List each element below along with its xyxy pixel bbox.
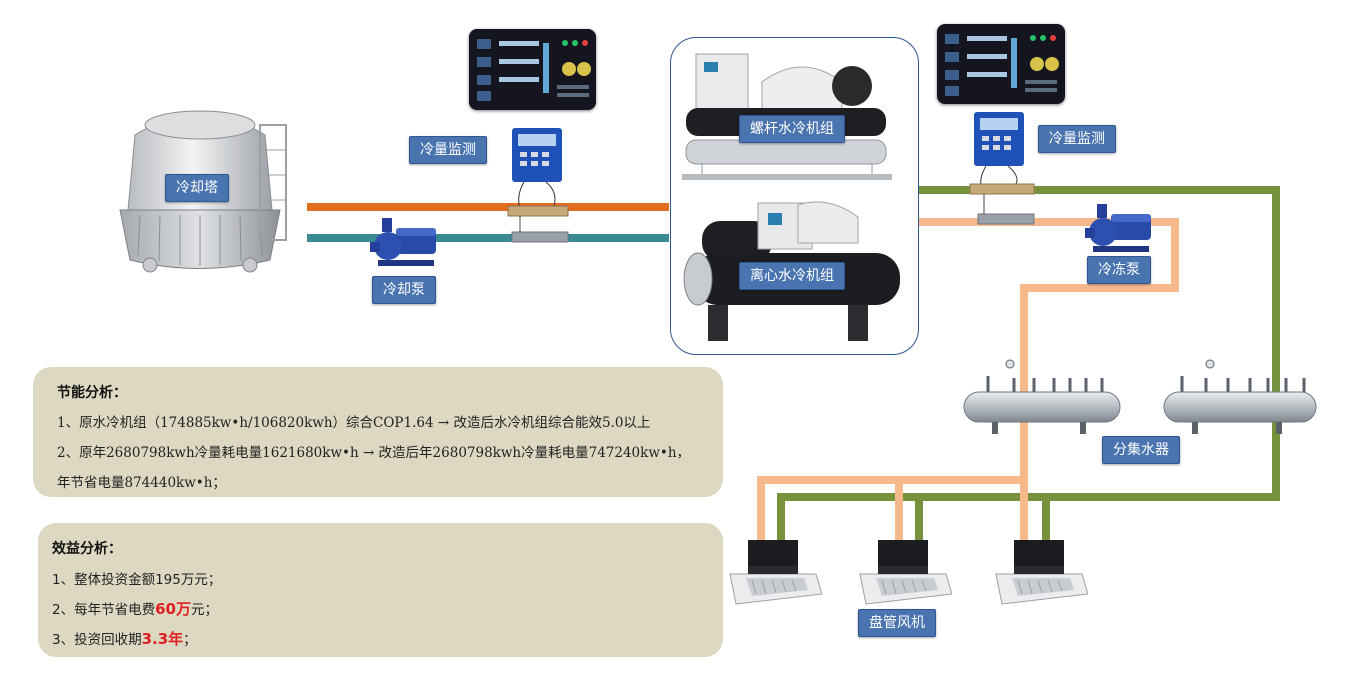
scada-screen-icon <box>477 39 591 101</box>
energy-analysis-panel: 节能分析： 1、原水冷机组（174885kw•h/106820kwh）综合COP… <box>33 367 723 497</box>
manifold-supply <box>958 358 1122 436</box>
cooling-pump <box>368 214 440 274</box>
condenser-supply-pipe <box>307 203 669 211</box>
pump-icon <box>370 218 436 266</box>
manifold-icon <box>1163 359 1317 434</box>
energy-analysis-line-2: 2、原年2680798kwh冷量耗电量1621680kw•h → 改造后年268… <box>57 445 691 461</box>
benefit-analysis-line-3: 3、投资回收期3.3年； <box>52 628 197 649</box>
energy-analysis-title: 节能分析： <box>57 385 127 401</box>
fan-coil-icon <box>729 540 823 605</box>
fan-coil-1 <box>726 538 823 606</box>
monitoring-screen-right <box>937 24 1065 104</box>
fan-coil-3 <box>992 538 1089 606</box>
monitoring-screen-left <box>469 29 596 110</box>
fan-coil-icon <box>859 540 953 605</box>
cooling-tower-icon <box>119 110 287 273</box>
benefit-line-2-suffix: 元； <box>190 602 218 618</box>
pump-icon <box>1085 204 1151 252</box>
cold-monitor-right-label: 冷量监测 <box>1038 125 1116 153</box>
annual-savings-value: 60万 <box>155 600 191 618</box>
centrifugal-chiller-label: 离心水冷机组 <box>739 262 845 290</box>
fan-coil-icon <box>995 540 1089 605</box>
manifold-return <box>1158 358 1322 436</box>
condenser-return-pipe <box>307 234 669 242</box>
cooling-tower-label: 冷却塔 <box>165 174 229 202</box>
cold-meter-right <box>966 110 1038 230</box>
chilled-pump <box>1083 200 1155 260</box>
fan-coil-label: 盘管风机 <box>858 609 936 637</box>
benefit-line-3-suffix: ； <box>183 632 197 648</box>
benefit-line-3-prefix: 3、投资回收期 <box>52 632 142 648</box>
payback-period-value: 3.3年 <box>141 630 184 648</box>
chilled-pump-label: 冷冻泵 <box>1087 256 1151 284</box>
benefit-analysis-panel: 效益分析： 1、整体投资金额195万元； 2、每年节省电费60万元； 3、投资回… <box>38 523 723 657</box>
chilled-return-pipe <box>777 186 1280 540</box>
fan-coil-2 <box>856 538 953 606</box>
energy-analysis-line-3: 年节省电量874440kw•h； <box>57 475 226 491</box>
benefit-analysis-line-2: 2、每年节省电费60万元； <box>52 598 218 619</box>
flow-meter-icon <box>969 112 1035 225</box>
cooling-tower <box>110 95 290 285</box>
scada-screen-icon <box>945 34 1059 96</box>
screw-chiller-label: 螺杆水冷机组 <box>739 115 845 143</box>
energy-analysis-line-1: 1、原水冷机组（174885kw•h/106820kwh）综合COP1.64 →… <box>57 415 651 431</box>
manifold-label: 分集水器 <box>1102 436 1180 464</box>
benefit-analysis-title: 效益分析： <box>52 541 122 557</box>
manifold-icon <box>963 359 1121 434</box>
cold-meter-left <box>506 126 572 246</box>
cold-monitor-left-label: 冷量监测 <box>409 136 487 164</box>
cooling-pump-label: 冷却泵 <box>372 276 436 304</box>
benefit-line-2-prefix: 2、每年节省电费 <box>52 602 156 618</box>
flow-meter-icon <box>507 128 569 243</box>
benefit-analysis-line-1: 1、整体投资金额195万元； <box>52 572 222 588</box>
